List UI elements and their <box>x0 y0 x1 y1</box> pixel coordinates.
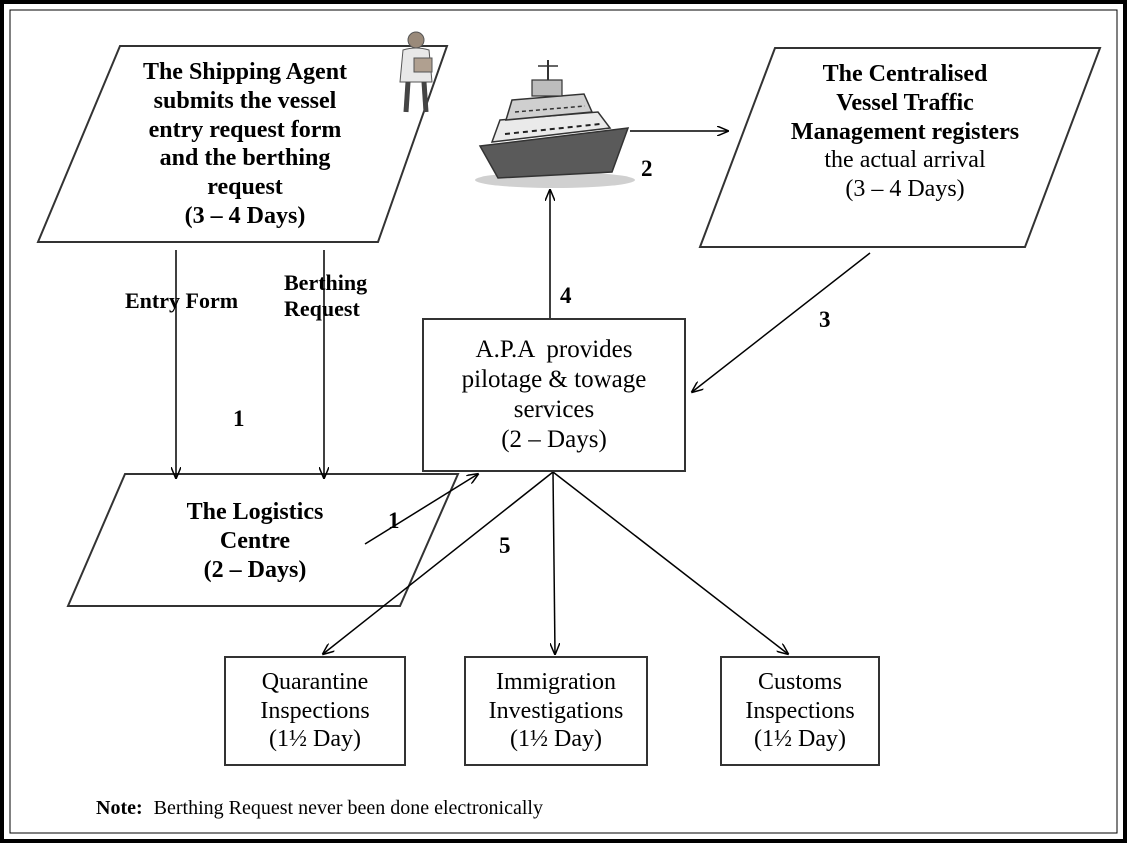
agent-line-2: submits the vessel <box>153 87 337 114</box>
logistics-text: The Logistics Centre (2 – Days) <box>135 498 375 584</box>
apa-line-3: services <box>513 396 595 423</box>
berthing-request-label: Berthing Request <box>284 270 367 323</box>
step-3-label: 3 <box>819 307 831 332</box>
note-text: Berthing Request never been done electro… <box>153 797 543 819</box>
vtm-line-4: the actual arrival <box>824 147 986 174</box>
agent-line-3: entry request form <box>148 116 342 143</box>
step-1-label: 1 <box>233 406 245 431</box>
apa-to-immigration-arrow <box>553 471 555 654</box>
immigration-box: Immigration Investigations (1½ Day) <box>464 656 648 766</box>
logistics-to-apa-arrow <box>364 474 478 545</box>
apa-line-2: pilotage & towage <box>461 366 647 393</box>
apa-to-quarantine-arrow <box>323 471 554 654</box>
ship-icon <box>475 60 635 188</box>
inner-frame <box>9 9 1118 834</box>
immigration-line-1: Immigration <box>496 668 616 695</box>
quarantine-line-2: Inspections <box>260 697 370 724</box>
apa-duration: (2 – Days) <box>501 426 607 453</box>
customs-line-2: Inspections <box>745 697 855 724</box>
apa-line-1: A.P.A provides <box>475 336 633 363</box>
immigration-line-2: Investigations <box>488 697 624 724</box>
vtm-line-1: The Centralised <box>822 61 988 87</box>
logistics-line-2: Centre <box>219 527 291 554</box>
agent-line-4: and the berthing <box>159 145 331 172</box>
note: Note: Berthing Request never been done e… <box>96 796 543 820</box>
customs-box: Customs Inspections (1½ Day) <box>720 656 880 766</box>
apa-box: A.P.A provides pilotage & towage service… <box>422 318 686 472</box>
customs-line-1: Customs <box>757 668 843 695</box>
step-5-label: 5 <box>499 533 511 558</box>
agent-line-5: request <box>207 174 283 201</box>
step-1b-label: 1 <box>388 508 400 533</box>
entry-form-label: Entry Form <box>125 288 239 313</box>
logistics-duration: (2 – Days) <box>203 556 307 583</box>
quarantine-line-1: Quarantine <box>261 668 369 695</box>
vtm-line-3: Management registers <box>790 118 1020 145</box>
agent-line-1: The Shipping Agent <box>142 59 348 85</box>
vtm-text: The Centralised Vessel Traffic Managemen… <box>775 60 1035 204</box>
quarantine-duration: (1½ Day) <box>269 726 361 753</box>
shipping-agent-shape <box>36 45 449 243</box>
step-4-label: 4 <box>560 283 572 308</box>
customs-duration: (1½ Day) <box>754 726 846 753</box>
quarantine-box: Quarantine Inspections (1½ Day) <box>224 656 406 766</box>
logistics-shape <box>66 473 460 607</box>
berthing-label-line-2: Request <box>284 296 360 322</box>
vtm-shape <box>698 47 1102 248</box>
vtm-line-2: Vessel Traffic <box>836 89 974 116</box>
vtm-duration: (3 – 4 Days) <box>845 176 965 203</box>
step-2-label: 2 <box>641 156 653 181</box>
berthing-label-line-1: Berthing <box>284 270 368 295</box>
agent-duration: (3 – 4 Days) <box>184 202 306 229</box>
note-label: Note: <box>96 797 143 819</box>
shipping-agent-text: The Shipping Agent submits the vessel en… <box>120 58 370 231</box>
person-icon <box>399 31 433 113</box>
logistics-line-1: The Logistics <box>186 499 324 525</box>
vtm-to-apa-arrow <box>692 252 871 392</box>
apa-to-customs-arrow <box>552 471 788 654</box>
immigration-duration: (1½ Day) <box>510 726 602 753</box>
